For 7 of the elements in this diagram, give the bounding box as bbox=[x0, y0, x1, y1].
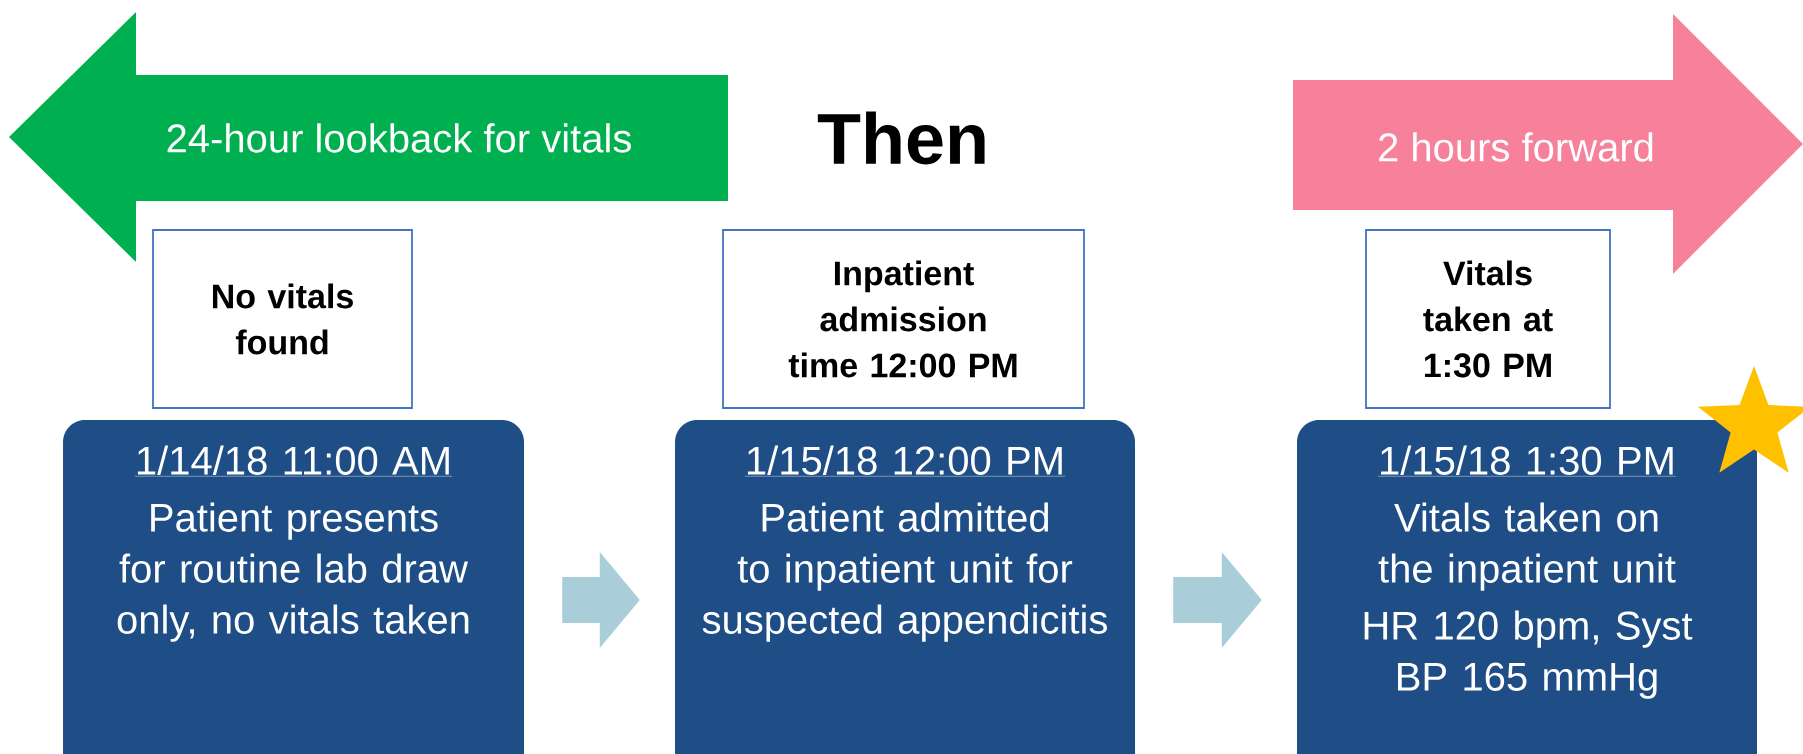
label-box: No vitals found bbox=[152, 229, 413, 409]
label-box: Vitals taken at 1:30 PM bbox=[1365, 229, 1611, 409]
event-box: 1/15/18 1:30 PM Vitals taken on the inpatient unit HR 120 bpm, Syst BP 165 mmHg bbox=[1297, 420, 1757, 754]
title: Then bbox=[817, 111, 985, 165]
label-box: Inpatient admission time 12:00 PM bbox=[722, 229, 1085, 409]
event-box: 1/15/18 12:00 PM Patient admitted to inpatient unit for suspected appendicitis bbox=[675, 420, 1135, 754]
event-box: 1/14/18 11:00 AM Patient presents for routine lab draw only, no vitals taken bbox=[63, 420, 524, 754]
